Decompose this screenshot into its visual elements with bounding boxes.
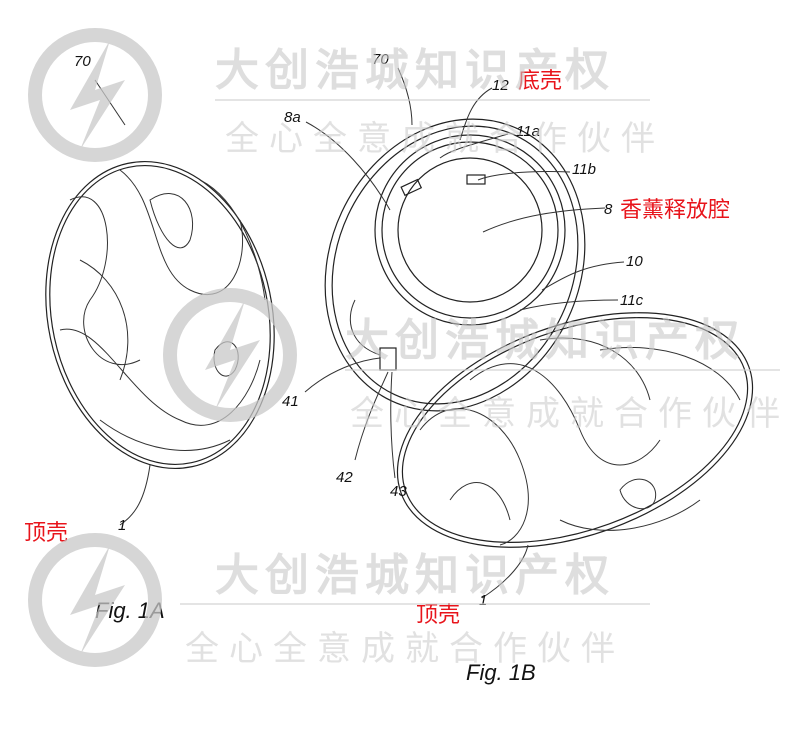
fig-1b-ref-11a: 11a — [516, 123, 540, 140]
fig-1a-top-shell-label: 顶壳 — [24, 521, 68, 546]
fig-1b-ref-10: 10 — [626, 253, 643, 270]
fig-1b-top-shell — [396, 312, 754, 548]
fig-1b-ref-11c: 11c — [620, 292, 644, 309]
watermark-slogan: 全心全意成就合作伙伴 — [225, 119, 665, 159]
watermark-company: 大创浩城知识产权 — [215, 550, 615, 601]
fig-1b-caption: Fig. 1B — [466, 660, 536, 685]
watermark: 大创浩城知识产权 全心全意成就合作伙伴 大创浩城知识产权 全心全意成就合作伙伴 … — [28, 28, 790, 669]
fig-1b-ref-8: 8 — [604, 201, 613, 218]
watermark-logo-icon — [163, 288, 297, 422]
leader-lines — [304, 67, 625, 599]
fig-1b-ref-1: 1 — [479, 592, 487, 609]
watermark-slogan: 全心全意成就合作伙伴 — [350, 394, 790, 434]
fig-1b-top-shell-label: 顶壳 — [416, 603, 460, 628]
fig-1b-ref-70: 70 — [372, 51, 389, 68]
watermark-slogan: 全心全意成就合作伙伴 — [185, 629, 625, 669]
fig-1b-bottom-shell — [324, 118, 586, 412]
watermark-company: 大创浩城知识产权 — [345, 315, 745, 366]
fig-1a-ref-70: 70 — [74, 53, 91, 70]
fig-1b-ref-12: 12 — [492, 77, 509, 94]
fig-1b-ref-8a: 8a — [284, 109, 301, 126]
bottom-shell-label: 底壳 — [518, 69, 562, 94]
fig-1b-ref-41: 41 — [282, 393, 299, 410]
fig-1b-ref-11b: 11b — [572, 161, 596, 178]
fig-1b-ref-43: 43 — [390, 483, 407, 500]
watermark-logo-icon — [28, 533, 162, 667]
watermark-company: 大创浩城知识产权 — [215, 45, 615, 96]
aroma-chamber-label: 香薰释放腔 — [620, 198, 730, 223]
fig-1a-ref-1: 1 — [118, 517, 126, 534]
watermark-logo-icon — [28, 28, 162, 162]
fig-1b-ref-42: 42 — [336, 469, 353, 486]
